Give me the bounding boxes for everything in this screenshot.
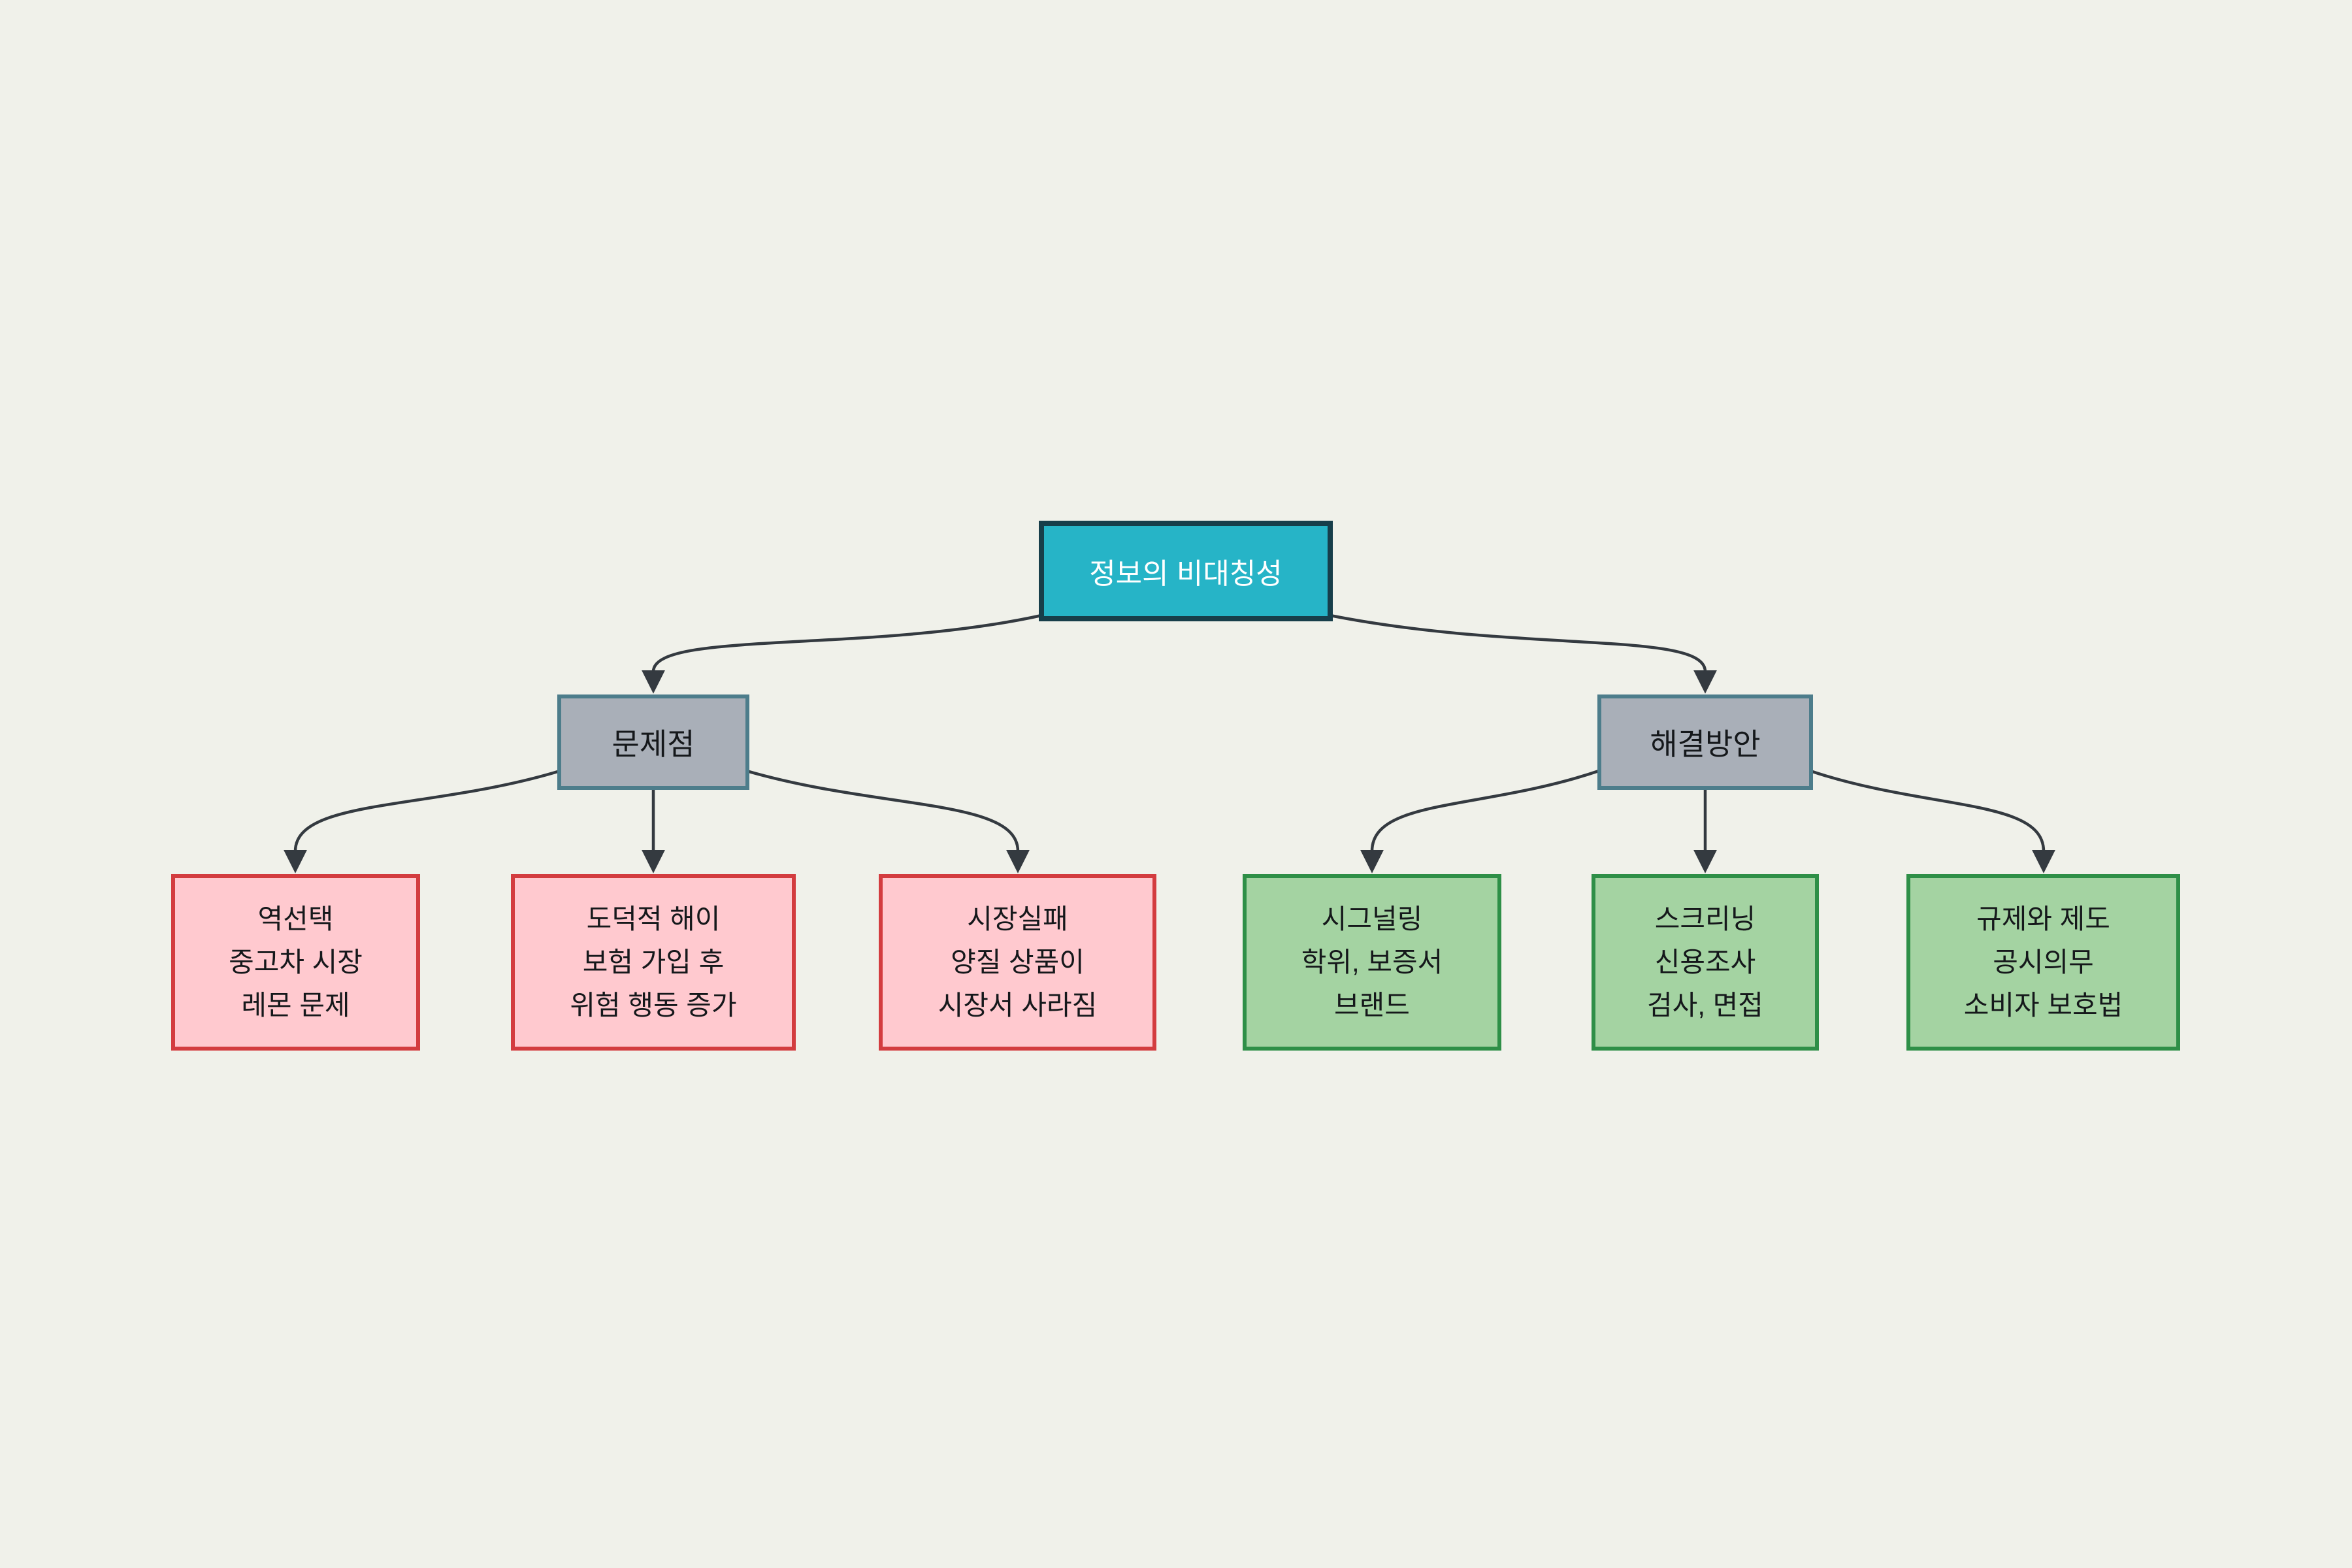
- node-moral-hazard-line2: 보험 가입 후: [582, 947, 725, 977]
- node-moral-hazard[interactable]: 도덕적 해이 보험 가입 후 위험 행동 증가: [511, 874, 796, 1051]
- node-regulation-line1: 규제와 제도: [1976, 904, 2110, 934]
- node-market-failure-line1: 시장실패: [967, 904, 1068, 934]
- node-adverse-selection-line2: 중고차 시장: [229, 947, 363, 977]
- edge-root-problems: [642, 613, 1042, 694]
- edge-solutions-signaling: [1360, 769, 1599, 874]
- node-adverse-selection[interactable]: 역선택 중고차 시장 레몬 문제: [171, 874, 420, 1051]
- edge-solutions-regulation: [1810, 769, 2055, 874]
- node-signaling-line1: 시그널링: [1321, 904, 1423, 934]
- node-regulation[interactable]: 규제와 제도 공시의무 소비자 보호법: [1906, 874, 2180, 1051]
- node-screening[interactable]: 스크리닝 신용조사 검사, 면접: [1592, 874, 1819, 1051]
- node-signaling-line2: 학위, 보증서: [1301, 947, 1443, 977]
- node-solutions[interactable]: 해결방안: [1597, 694, 1813, 790]
- edge-problems-market-failure: [746, 769, 1030, 874]
- node-root-label: 정보의 비대칭성: [1089, 558, 1282, 590]
- node-problems-label: 문제점: [612, 727, 695, 761]
- node-moral-hazard-line1: 도덕적 해이: [586, 904, 721, 934]
- node-screening-line2: 신용조사: [1654, 947, 1756, 977]
- node-problems[interactable]: 문제점: [557, 694, 749, 790]
- node-market-failure[interactable]: 시장실패 양질 상품이 시장서 사라짐: [879, 874, 1156, 1051]
- node-regulation-line3: 소비자 보호법: [1963, 990, 2123, 1021]
- node-market-failure-line3: 시장서 사라짐: [938, 990, 1098, 1021]
- node-adverse-selection-line1: 역선택: [257, 904, 334, 934]
- node-screening-line1: 스크리닝: [1654, 904, 1756, 934]
- node-market-failure-line2: 양질 상품이: [951, 947, 1085, 977]
- node-signaling[interactable]: 시그널링 학위, 보증서 브랜드: [1243, 874, 1501, 1051]
- node-signaling-line3: 브랜드: [1334, 990, 1410, 1021]
- node-solutions-label: 해결방안: [1650, 727, 1761, 761]
- node-moral-hazard-line3: 위험 행동 증가: [570, 990, 737, 1021]
- edge-problems-adverse-selection: [284, 769, 561, 874]
- node-screening-line3: 검사, 면접: [1647, 990, 1763, 1021]
- node-regulation-line2: 공시의무: [1993, 947, 2094, 977]
- edge-root-solutions: [1330, 613, 1717, 694]
- node-root[interactable]: 정보의 비대칭성: [1039, 521, 1333, 621]
- node-adverse-selection-line3: 레몬 문제: [241, 990, 350, 1021]
